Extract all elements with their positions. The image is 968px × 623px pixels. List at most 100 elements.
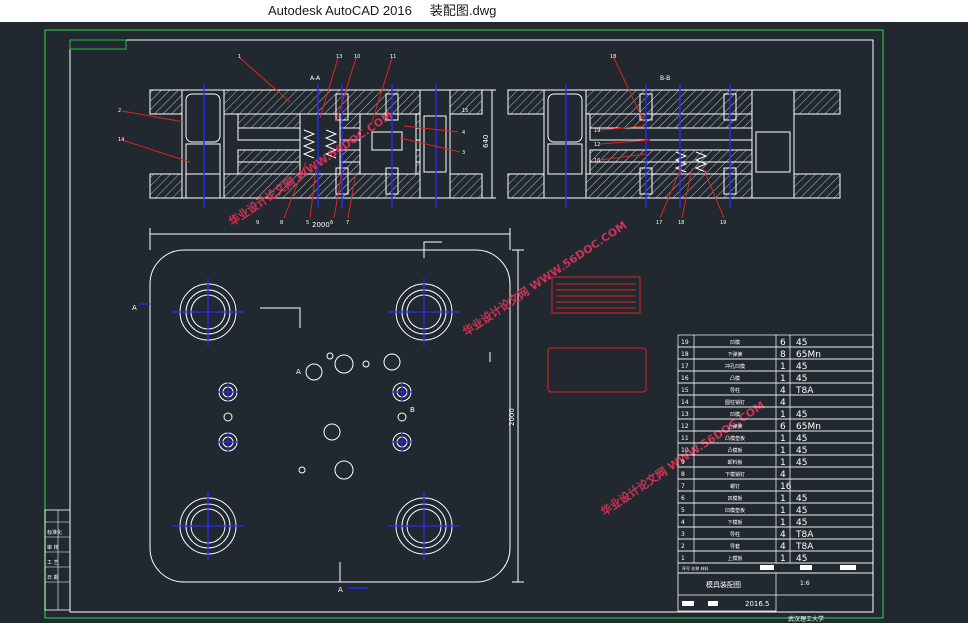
svg-text:19: 19 [594,128,600,134]
bom-qty: 1 [780,554,786,564]
bom-material: 45 [796,554,807,564]
bom-name: 凸模板 [727,447,742,454]
bom-name: 凹模板 [727,495,742,502]
side-label-1: 标准化 [47,529,62,536]
outer-frame [44,29,884,619]
bom-material: 65Mn [796,350,821,360]
bom-no: 15 [681,387,689,394]
title-block [677,572,874,613]
bom-no: 17 [681,363,689,370]
bom-qty: 4 [780,470,786,480]
bom-material: 45 [796,410,807,420]
school-name: 武汉理工大学 [788,615,824,623]
svg-text:12: 12 [594,142,600,148]
bom-material: 45 [796,446,807,456]
svg-text:14: 14 [118,137,124,143]
section-view-bb[interactable] [507,89,841,199]
drawing-canvas[interactable]: 标准化 审 核 工 艺 日 期 [0,22,968,623]
leaders-right [599,57,725,219]
bom-qty: 1 [780,518,786,528]
svg-text:18: 18 [678,220,684,226]
bom-no: 18 [681,351,689,358]
bom-row [677,454,874,468]
svg-text:13: 13 [336,54,342,60]
bom-row [677,334,874,348]
svg-text:15: 15 [462,108,468,114]
bom-material: T8A [795,530,814,540]
svg-text:1: 1 [238,54,241,60]
svg-text:16: 16 [594,158,600,164]
bom-row [677,550,874,564]
bom-name: 导套 [730,543,740,550]
bom-qty: 1 [780,458,786,468]
bom-material: 45 [796,362,807,372]
section-label-aa: A-A [310,75,321,82]
bom-row [677,346,874,360]
bom-header-text: 序号 名称 材料 [682,565,709,571]
bom-row [677,394,874,408]
bom-material: 45 [796,434,807,444]
bom-name: 凹模 [730,411,740,418]
cad-viewport[interactable]: 标准化 审 核 工 艺 日 期 [0,22,968,623]
plan-view[interactable] [149,228,524,583]
view-mark-a2: A [296,368,301,376]
bom-name: 冲孔凹模 [725,363,745,370]
bom-material: 65Mn [796,422,821,432]
bom-no: 19 [681,339,689,346]
drawing-title: 模具装配图 [706,580,741,589]
svg-text:4: 4 [462,130,465,136]
view-mark-a3: A [338,586,343,594]
bom-name: 凸模垫板 [725,435,745,442]
section-label-bb: B-B [660,75,670,82]
bom-qty: 1 [780,434,786,444]
bom-name: 下弹簧 [727,351,742,358]
window-title: Autodesk AutoCAD 2016 装配图.dwg [268,3,497,18]
centerlines-right [565,84,731,208]
svg-text:3: 3 [462,150,465,156]
bom-name: 凸模 [730,375,740,382]
bom-row [677,358,874,372]
frame-corner-tag [69,39,127,50]
bom-qty: 6 [780,338,786,348]
bom-name: 导柱 [730,531,740,538]
bom-row [677,514,874,528]
svg-text:5: 5 [306,220,309,226]
bom-no: 5 [681,507,685,514]
bom-material: 45 [796,494,807,504]
bom-material: T8A [795,386,814,396]
callouts-right: 18 19 12 16 17 18 19 [594,54,726,226]
bom-row [677,382,874,396]
bom-name: 下模板 [727,519,742,526]
side-label-4: 日 期 [47,575,59,581]
bom-no: 13 [681,411,689,418]
dimension-side: 2000 [508,408,516,426]
callouts-left: 1 13 10 11 4 3 15 2 14 8 5 6 7 9 [118,54,468,226]
bom-row [677,502,874,516]
bom-qty: 4 [780,542,786,552]
svg-text:11: 11 [390,54,396,60]
bom-row [677,526,874,540]
bom-qty: 1 [780,362,786,372]
bom-row [677,406,874,420]
bom-no: 12 [681,423,689,430]
bom-no: 14 [681,399,689,406]
bom-material: 45 [796,374,807,384]
view-mark-a1: A [132,304,137,312]
bom-name: 卸料板 [727,459,742,466]
bom-no: 1 [681,555,685,562]
bom-qty: 4 [780,398,786,408]
bom-row [677,538,874,552]
svg-text:7: 7 [346,220,349,226]
view-mark-b: B [410,406,415,414]
bom-qty: 4 [780,386,786,396]
bom-row [677,478,874,492]
bom-no: 6 [681,495,685,502]
bom-no: 16 [681,375,689,382]
svg-text:9: 9 [256,220,259,226]
section-view-aa[interactable] [149,89,496,199]
bom-qty: 16 [780,482,792,492]
bom-name: 下模销钉 [725,471,745,478]
bom-qty: 1 [780,410,786,420]
strip-layout [547,276,647,393]
